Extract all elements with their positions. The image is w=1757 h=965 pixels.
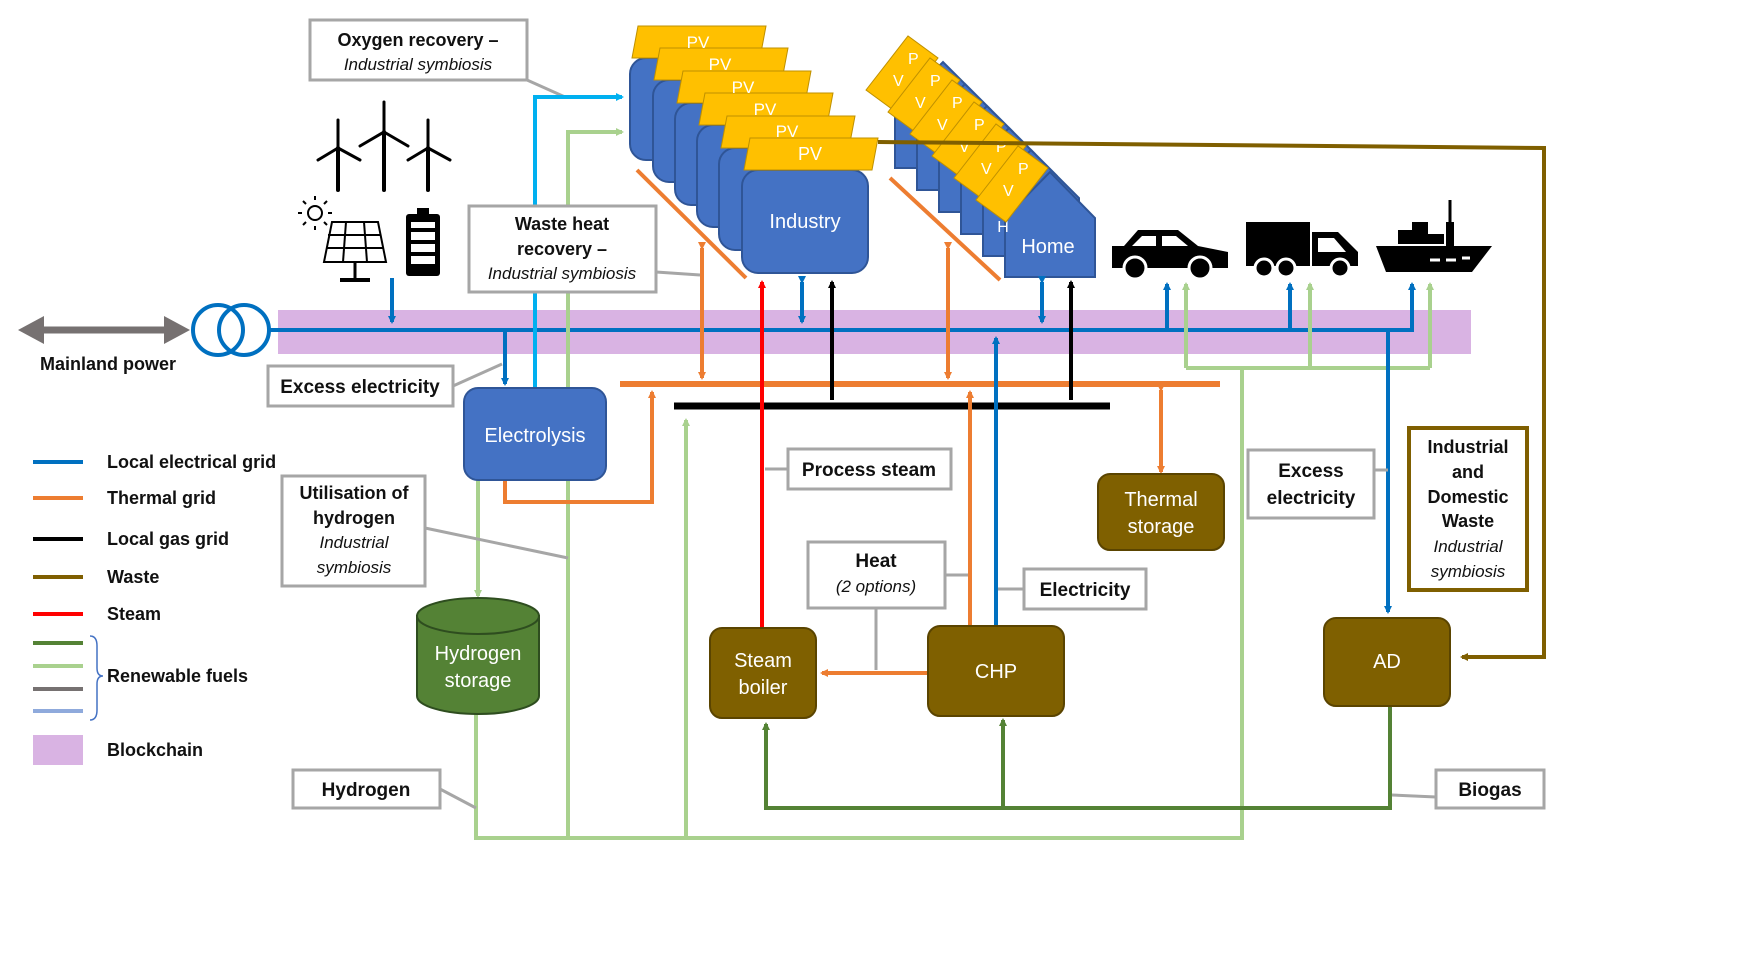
electrolysis-unit	[463, 387, 607, 481]
svg-text:Waste: Waste	[1442, 511, 1494, 531]
svg-text:Electricity: Electricity	[1040, 580, 1131, 601]
industry-pv-label: PV	[798, 144, 822, 164]
svg-text:boiler: boiler	[739, 677, 788, 699]
svg-text:Waste: Waste	[107, 567, 159, 587]
svg-text:Thermal: Thermal	[1124, 489, 1197, 511]
svg-text:storage: storage	[445, 670, 512, 692]
svg-text:PV: PV	[754, 100, 777, 119]
svg-text:V: V	[981, 161, 992, 178]
svg-text:PV: PV	[709, 55, 732, 74]
svg-text:Hydrogen: Hydrogen	[435, 643, 522, 665]
waste-callout	[1407, 426, 1529, 592]
svg-text:V: V	[937, 117, 948, 134]
battery-icon	[406, 208, 440, 276]
svg-text:Process steam: Process steam	[802, 460, 936, 481]
svg-text:Excess: Excess	[1278, 461, 1344, 482]
svg-text:Renewable fuels: Renewable fuels	[107, 666, 248, 686]
svg-text:P: P	[952, 95, 963, 112]
utilisation-hydrogen-callout	[280, 474, 427, 588]
svg-text:electricity: electricity	[1267, 488, 1356, 509]
svg-text:P: P	[974, 117, 985, 134]
svg-text:Industrial: Industrial	[1427, 437, 1508, 457]
svg-text:H: H	[997, 219, 1009, 236]
process-steam-callout	[786, 447, 953, 491]
ship-icon	[1376, 200, 1492, 272]
svg-text:Industrial: Industrial	[320, 533, 390, 552]
svg-text:recovery –: recovery –	[517, 239, 607, 259]
legend: Local electrical grid Thermal grid Local…	[33, 452, 276, 765]
svg-text:Industrial: Industrial	[1434, 537, 1504, 556]
svg-text:Steam: Steam	[107, 604, 161, 624]
solar-panel-icon	[322, 221, 388, 282]
biogas-callout	[1434, 768, 1546, 810]
svg-text:CHP: CHP	[975, 661, 1017, 683]
hydrogen-storage-tank	[416, 597, 540, 715]
svg-text:hydrogen: hydrogen	[313, 508, 395, 528]
wind-turbine-icon	[316, 100, 452, 192]
home-label: Home	[1021, 236, 1074, 258]
svg-text:storage: storage	[1128, 516, 1195, 538]
industry-label: Industry	[769, 211, 840, 233]
waste-heat-callout	[467, 204, 658, 294]
svg-text:V: V	[893, 73, 904, 90]
svg-text:Biogas: Biogas	[1458, 780, 1521, 801]
industry-pv-panels	[631, 25, 879, 171]
svg-text:Thermal grid: Thermal grid	[107, 488, 216, 508]
svg-text:Hydrogen: Hydrogen	[322, 780, 411, 801]
svg-text:PV: PV	[732, 78, 755, 97]
svg-text:Blockchain: Blockchain	[107, 740, 203, 760]
svg-text:Local gas grid: Local gas grid	[107, 529, 229, 549]
svg-text:PV: PV	[687, 33, 710, 52]
excess-electricity-right-callout	[1246, 448, 1376, 520]
sun-icon	[298, 196, 332, 230]
svg-text:P: P	[930, 73, 941, 90]
home-pv-panels	[865, 35, 1049, 223]
svg-text:Industrial symbiosis: Industrial symbiosis	[488, 264, 637, 283]
svg-text:and: and	[1452, 462, 1484, 482]
svg-text:Utilisation of: Utilisation of	[300, 483, 410, 503]
mainland-power-arrow	[18, 316, 190, 344]
car-icon	[1112, 230, 1228, 281]
svg-text:V: V	[915, 95, 926, 112]
svg-text:Excess electricity: Excess electricity	[280, 377, 440, 398]
svg-text:AD: AD	[1373, 651, 1401, 673]
transformer-icon	[191, 303, 271, 357]
svg-text:P: P	[908, 51, 919, 68]
svg-text:Local electrical grid: Local electrical grid	[107, 452, 276, 472]
svg-text:PV: PV	[776, 122, 799, 141]
svg-text:V: V	[1003, 183, 1014, 200]
svg-text:Oxygen recovery –: Oxygen recovery –	[337, 30, 498, 50]
svg-text:Electrolysis: Electrolysis	[484, 425, 585, 447]
svg-text:Heat: Heat	[855, 551, 897, 572]
svg-text:symbiosis: symbiosis	[317, 558, 392, 577]
svg-text:P: P	[996, 139, 1007, 156]
svg-text:symbiosis: symbiosis	[1431, 562, 1506, 581]
truck-icon	[1246, 222, 1358, 279]
oxygen-recovery-callout	[308, 18, 529, 82]
svg-text:(2 options): (2 options)	[836, 577, 916, 596]
steam-boiler-unit	[709, 627, 817, 719]
svg-text:P: P	[1018, 161, 1029, 178]
chp-unit	[927, 625, 1065, 717]
svg-text:Waste heat: Waste heat	[515, 214, 609, 234]
ad-unit	[1323, 617, 1451, 707]
svg-text:Domestic: Domestic	[1427, 487, 1508, 507]
thermal-storage-unit	[1097, 473, 1225, 551]
svg-text:Steam: Steam	[734, 650, 792, 672]
mainland-power-label: Mainland power	[40, 354, 176, 374]
svg-text:Industrial symbiosis: Industrial symbiosis	[344, 55, 493, 74]
svg-text:V: V	[959, 139, 970, 156]
hydrogen-callout	[291, 768, 442, 810]
